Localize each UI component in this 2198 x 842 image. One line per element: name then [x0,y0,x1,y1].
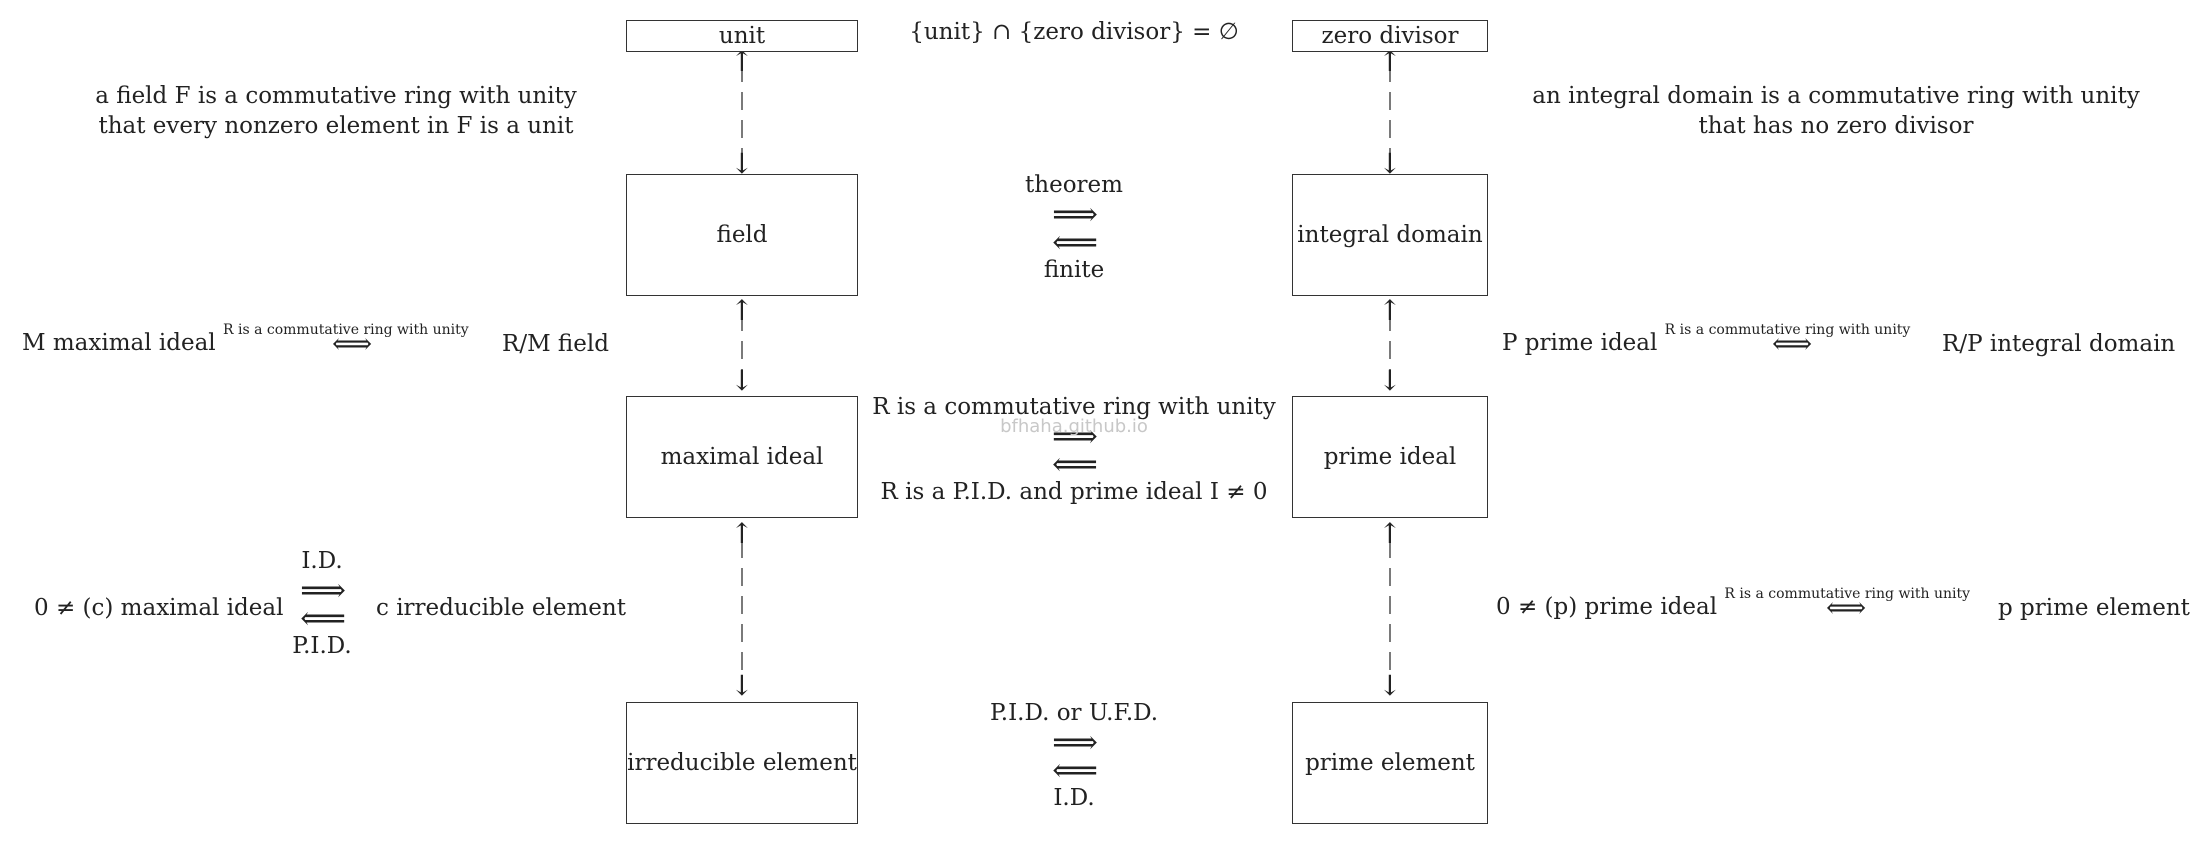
field-domain-relation: theorem ⟹ ⟸ finite [1025,172,1123,285]
implied-by-arrow-icon: ⟸ [1052,751,1098,790]
maximal-ideal-box: maximal ideal [626,396,858,518]
empty-set: = ∅ [1192,19,1239,45]
zero-divisor-box: zero divisor [1292,20,1488,52]
implied-by-arrow-icon: ⟸ [300,599,346,638]
principal-maximal-term: 0 ≠ (c) maximal ideal [34,595,284,621]
prime-ideal-term: P prime ideal [1502,330,1658,356]
set-intersection-equation: {unit} ∩ {zero divisor} = ∅ [909,18,1239,47]
up-arrow-icon: ↑ [1378,294,1402,327]
down-arrow-icon: ↓ [730,147,754,180]
iff-arrow-icon: ⟺ [332,327,373,360]
implied-by-arrow-icon: ⟸ [1052,223,1098,262]
irreducible-element-box: irreducible element [626,702,858,824]
iff-arrow-icon: ⟺ [1826,591,1867,624]
unit-box: unit [626,20,858,52]
commutative-ring-label: R is a commutative ring with unity [872,394,1276,420]
field-definition-line2: that every nonzero element in F is a uni… [98,113,574,139]
condition-label: R is a commutative ring with unity [1724,586,1971,602]
up-arrow-icon: ↑ [1378,45,1402,78]
irreducible-prime-relation: P.I.D. or U.F.D. ⟹ ⟸ I.D. [990,700,1158,813]
unit-set: {unit} [909,19,985,45]
condition-label: R is a commutative ring with unity [1664,322,1911,338]
implies-arrow-icon: ⟹ [1052,722,1098,761]
implies-arrow-icon: ⟹ [1052,194,1098,233]
id-label: I.D. [1053,785,1095,812]
up-arrow-icon: ↑ [730,294,754,327]
irreducible-element-term: c irreducible element [376,595,626,621]
maximal-field-equivalence: M maximal ideal R is a commutative ring … [22,322,469,356]
implied-by-arrow-icon: ⟸ [1052,445,1098,484]
prime-ideal-box: prime ideal [1292,396,1488,518]
implies-arrow-icon: ⟹ [1052,416,1098,455]
quotient-domain-term: R/P integral domain [1942,331,2176,357]
pid-ufd-label: P.I.D. or U.F.D. [989,700,1159,726]
maximal-prime-relation: R is a commutative ring with unity ⟹ ⟸ R… [872,394,1276,507]
field-definition-line1: a field F is a commutative ring with uni… [95,83,577,109]
quotient-field-term: R/M field [502,331,609,357]
down-arrow-icon: ↓ [730,669,754,702]
up-arrow-icon: ↑ [1378,517,1402,550]
condition-label: R is a commutative ring with unity [222,322,469,338]
id-label: I.D. [301,548,343,574]
intersection-symbol: ∩ [992,19,1012,45]
pid-label: P.I.D. [292,633,352,660]
field-box: field [626,174,858,296]
irreducible-relation: I.D. ⟹ ⟸ P.I.D. [292,548,351,661]
down-arrow-icon: ↓ [1378,147,1402,180]
domain-definition-line2: that has no zero divisor [1698,113,1974,139]
down-arrow-icon: ↓ [1378,364,1402,397]
maximal-ideal-term: M maximal ideal [22,330,216,356]
down-arrow-icon: ↓ [730,364,754,397]
up-arrow-icon: ↑ [730,45,754,78]
theorem-label: theorem [1025,172,1123,198]
domain-definition-line1: an integral domain is a commutative ring… [1532,83,2140,109]
prime-element-box: prime element [1292,702,1488,824]
iff-arrow-icon: ⟺ [1772,327,1813,360]
implies-arrow-icon: ⟹ [300,570,346,609]
prime-element-equivalence: 0 ≠ (p) prime ideal R is a commutative r… [1496,586,1970,620]
principal-prime-term: 0 ≠ (p) prime ideal [1496,594,1718,620]
zero-divisor-set: {zero divisor} [1018,19,1185,45]
finite-label: finite [1043,257,1105,284]
watermark: bfhaha.github.io [1000,416,1148,437]
down-arrow-icon: ↓ [1378,669,1402,702]
prime-element-term: p prime element [1998,595,2190,621]
up-arrow-icon: ↑ [730,517,754,550]
integral-domain-box: integral domain [1292,174,1488,296]
pid-condition-label: R is a P.I.D. and prime ideal I ≠ 0 [880,479,1268,506]
prime-domain-equivalence: P prime ideal R is a commutative ring wi… [1502,322,1910,356]
